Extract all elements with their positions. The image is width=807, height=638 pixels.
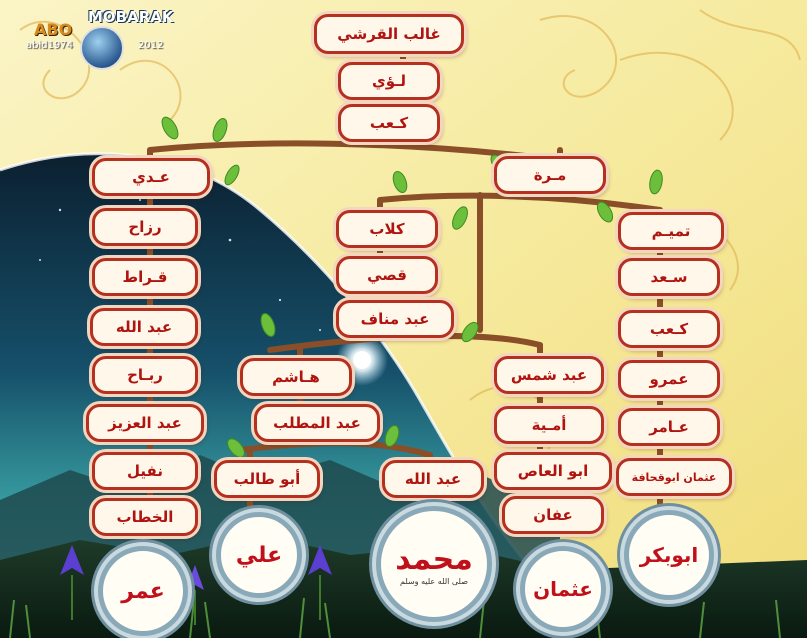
medal-uthman-label: عثمان <box>533 577 593 601</box>
medal-muhammad: محمد صلى الله عليه وسلم <box>376 506 492 622</box>
node-abdullah-prophet-father: عبد الله <box>382 460 484 498</box>
node-taym: تميـم <box>618 212 724 250</box>
medal-umar: عمر <box>98 546 188 636</box>
node-qusay: قصي <box>336 256 438 294</box>
node-rezah: رزاح <box>92 208 198 246</box>
leaves <box>161 116 663 458</box>
medal-ali-label: علي <box>235 542 283 568</box>
node-rabah: ربـاح <box>92 356 198 394</box>
node-amr: عمرو <box>618 360 720 398</box>
node-ghalib: غالب القرشي <box>314 14 464 54</box>
node-affan: عفان <box>502 496 604 534</box>
medal-uthman: عثمان <box>520 546 606 632</box>
logo-word-abo: ABO <box>34 20 73 39</box>
node-abdullah-adi-line: عبد الله <box>90 308 198 346</box>
medal-muhammad-label: محمد <box>395 541 473 577</box>
node-abdshams: عبد شمس <box>494 356 604 394</box>
purple-flowers <box>60 545 332 625</box>
globe-icon <box>80 26 124 70</box>
node-abulas: ابو العاص <box>494 452 612 490</box>
logo-sub-left: abid1974 <box>26 40 74 51</box>
node-abdmanaf: عبد مناف <box>336 300 454 338</box>
medal-muhammad-honorific: صلى الله عليه وسلم <box>400 576 468 586</box>
medal-umar-label: عمر <box>121 578 165 604</box>
watermark-logo: ABO MOBARAK abid1974 2012 <box>22 6 174 70</box>
node-nufail: نفيل <box>92 452 198 490</box>
node-abdulmuttalib: عبد المطلب <box>254 404 380 442</box>
medal-ali: علي <box>216 512 302 598</box>
logo-word-mobarak: MOBARAK <box>88 8 174 26</box>
node-adi: عـدي <box>92 158 210 196</box>
node-hashim: هـاشم <box>240 358 352 396</box>
node-murra: مـرة <box>494 156 606 194</box>
node-saad: سـعد <box>618 258 720 296</box>
node-kaab: كـعب <box>338 104 440 142</box>
logo-sub-right: 2012 <box>138 40 164 51</box>
node-khattab: الخطاب <box>92 498 198 536</box>
node-abutalib: أبو طالب <box>214 460 320 498</box>
node-luay: لـؤي <box>338 62 440 100</box>
node-uthman-abuquhafa: عثمان ابوقحافة <box>616 458 732 496</box>
node-kaab-taym-line: كـعب <box>618 310 720 348</box>
medal-abubakr: ابوبكر <box>624 510 714 600</box>
node-abdulaziz: عبد العزيز <box>86 404 204 442</box>
node-umayya: أمـية <box>494 406 604 444</box>
node-amir: عـامر <box>618 408 720 446</box>
node-qurt: قـراط <box>92 258 198 296</box>
medal-abubakr-label: ابوبكر <box>639 543 699 567</box>
node-kilab: كلاب <box>336 210 438 248</box>
